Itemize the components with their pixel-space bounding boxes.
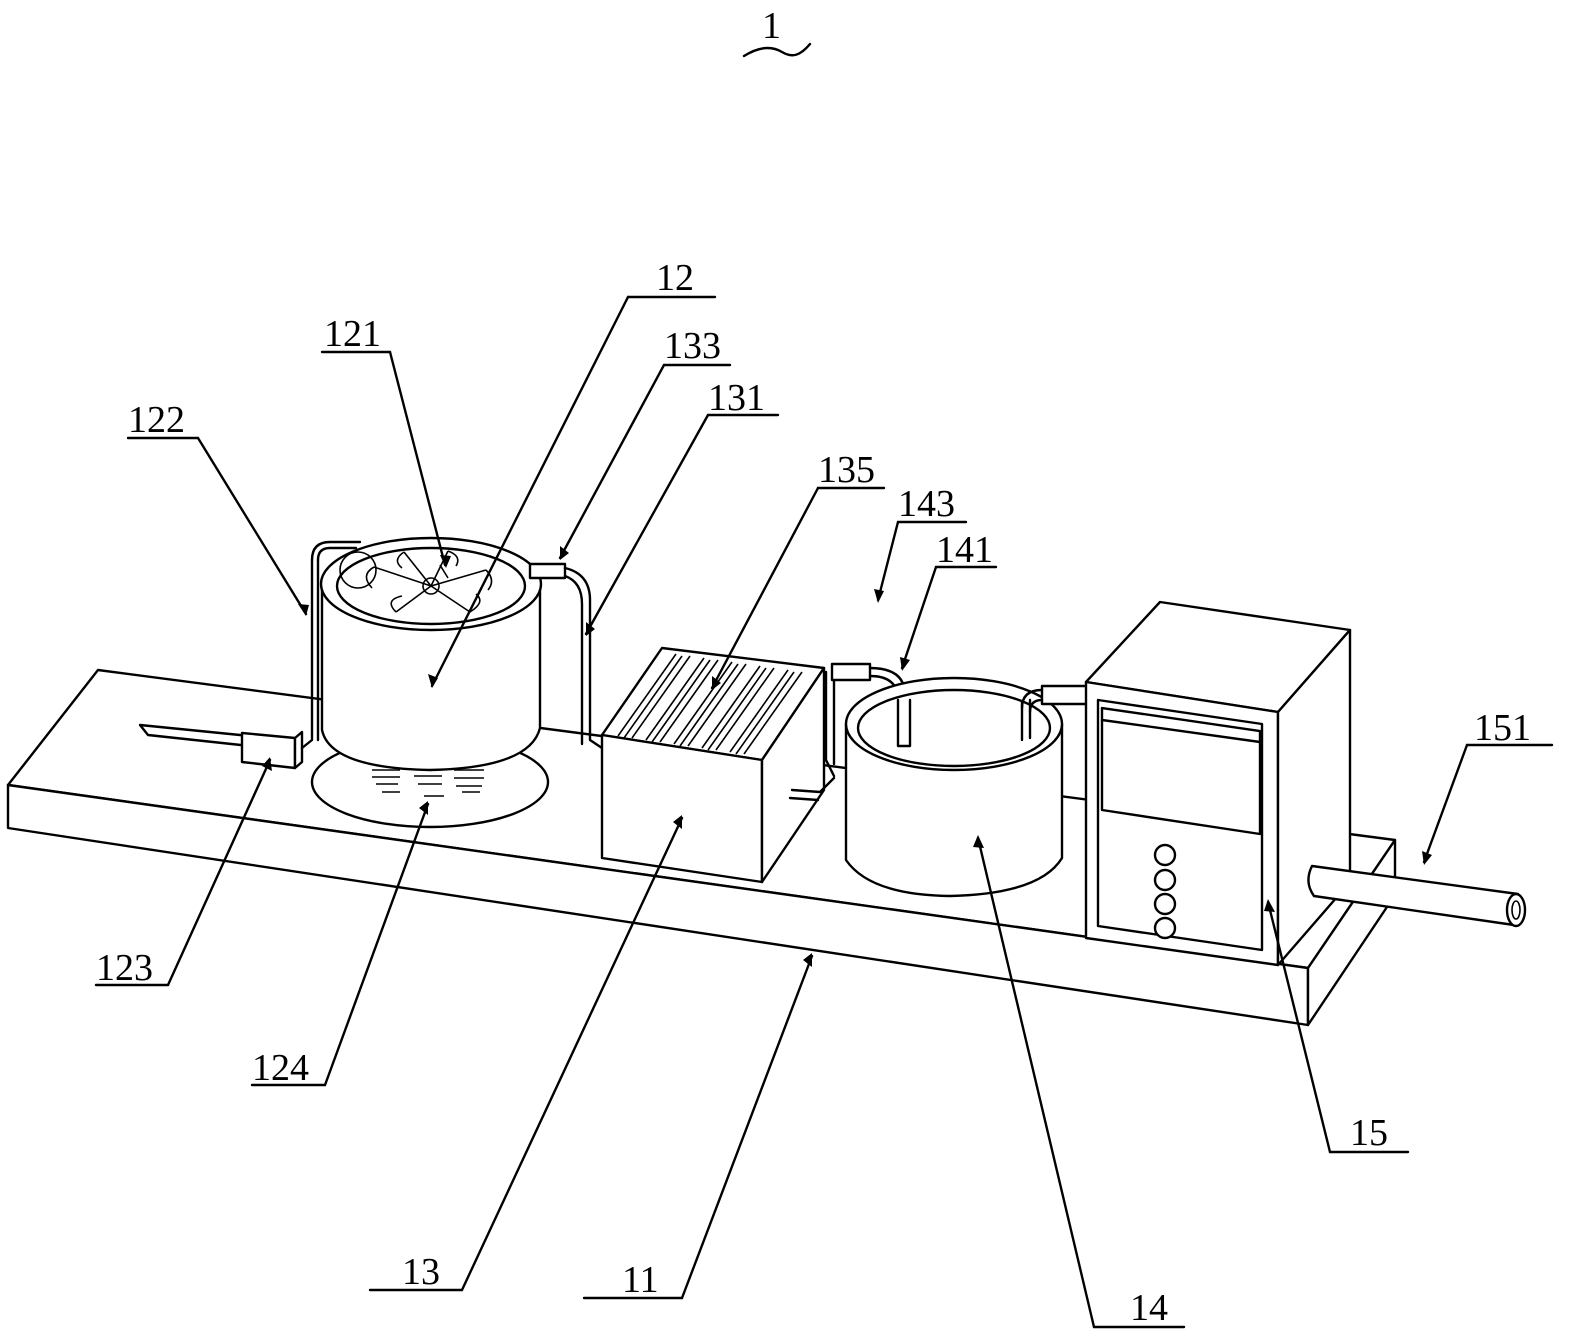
control-button-2[interactable] [1153,868,1177,892]
label-13: 13 [402,1251,440,1293]
leader-131 [584,413,710,636]
label-14: 14 [1130,1287,1168,1329]
leader-123 [166,758,272,987]
label-143: 143 [898,483,955,525]
reactor-tank [300,536,543,772]
leader-143 [876,520,900,602]
reference-labels: 12 121 122 133 131 135 143 141 151 123 1… [96,257,1531,1329]
label-121: 121 [324,313,381,355]
display-screen-header [1100,718,1262,744]
transfer-pipe [528,562,604,750]
reactor-tank-inner-rim [335,546,527,626]
label-11: 11 [622,1259,659,1301]
label-133: 133 [664,325,721,367]
transfer-valve [528,562,567,580]
control-button-4[interactable] [1153,916,1177,940]
collection-feed-valve [830,662,872,682]
collection-tank-body [844,722,1064,898]
label-131: 131 [708,377,765,419]
label-151: 151 [1474,707,1531,749]
leader-lines [94,295,1554,1329]
stirrer-blades [339,550,493,613]
label-135: 135 [818,449,875,491]
label-15: 15 [1350,1112,1388,1154]
inlet-valve-side [293,730,304,770]
filter-box [600,646,836,884]
inlet-pipe [138,723,304,770]
transfer-pipe-vertical [563,566,604,750]
figure-reference: 1 [742,5,812,58]
figure-number: 1 [762,5,781,47]
leader-12 [430,295,630,688]
stirrer-shaft [439,564,449,579]
label-141: 141 [936,529,993,571]
figure-tilde [742,42,812,58]
arrowheads [262,546,1432,967]
filter-box-side [760,666,826,884]
display-screen [1100,706,1262,836]
leader-15 [1266,900,1332,1154]
leader-141 [900,565,938,670]
control-feed-valve [1040,684,1092,706]
control-unit [1084,600,1352,967]
collection-feed-vertical [824,666,836,778]
label-123: 123 [96,947,153,989]
leader-121 [388,350,447,567]
feed-pipe-top [310,540,362,562]
filter-box-front [600,733,764,884]
label-124: 124 [252,1047,309,1089]
leader-13 [460,816,684,1292]
filter-plates [617,653,803,755]
leader-124 [323,802,430,1087]
filter-outlet-spout [788,776,836,802]
leader-14 [976,836,1096,1329]
control-feed-elbow [1020,688,1044,714]
leader-122 [196,436,308,616]
heating-coil-marks [372,767,484,797]
outlet-pipe-body [1307,864,1520,927]
reactor-tank-rim [319,536,543,632]
control-button-3[interactable] [1153,892,1177,916]
collection-inlet-tube [896,698,912,748]
outlet-pipe [1307,864,1527,928]
leader-133 [558,363,666,560]
collection-tank-inner-rim [856,688,1052,768]
leader-151 [1422,743,1469,864]
control-panel-frame [1096,698,1264,952]
control-button-1[interactable] [1153,843,1177,867]
label-12: 12 [656,257,694,299]
outlet-pipe-end [1505,892,1527,928]
feed-pipe-vertical [300,558,320,750]
leader-135 [710,486,820,690]
leader-11 [680,954,814,1300]
collection-tank [844,676,1064,898]
label-122: 122 [128,399,185,441]
outlet-pipe-bore [1511,900,1521,920]
